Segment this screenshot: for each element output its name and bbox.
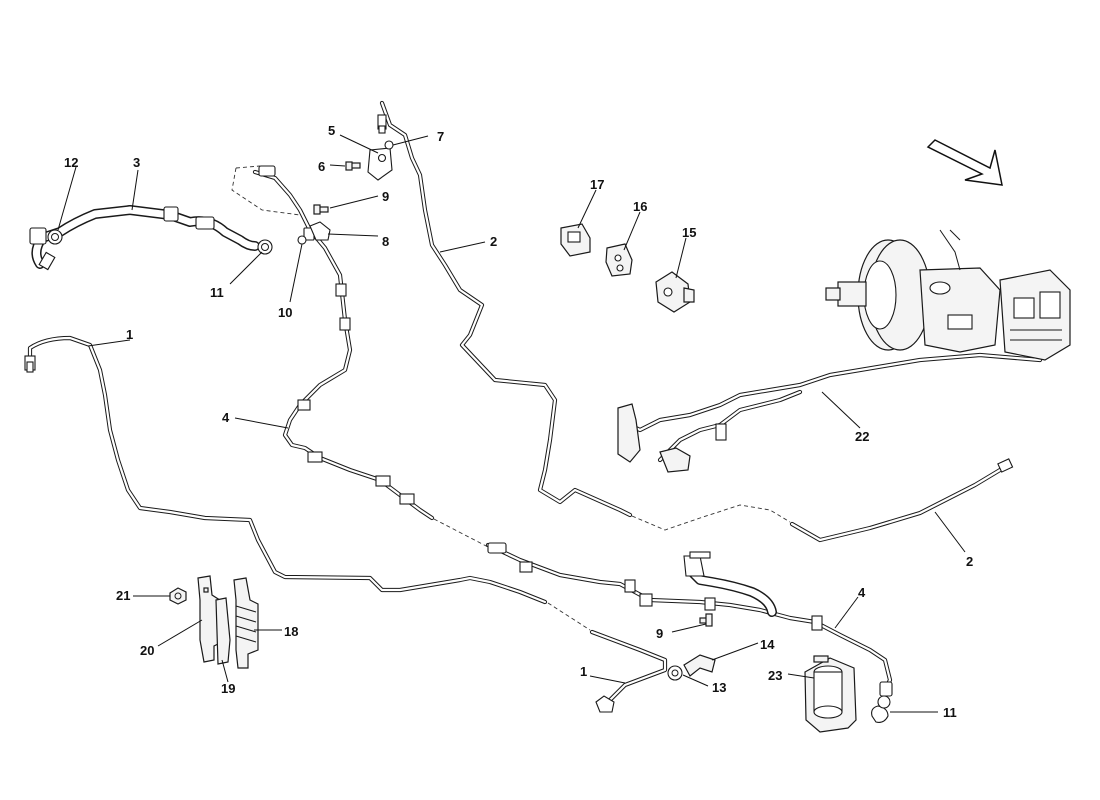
bracket-19[interactable] <box>215 597 231 665</box>
label-4-top: 4 <box>222 410 230 425</box>
clip-16[interactable] <box>605 243 633 277</box>
grommet-13[interactable] <box>667 665 683 681</box>
direction-arrow-icon <box>926 139 1003 186</box>
pipe-1[interactable] <box>24 335 548 605</box>
clamp-12[interactable] <box>47 229 63 245</box>
label-1-top: 1 <box>126 327 133 342</box>
label-10: 10 <box>278 305 292 320</box>
label-4-bottom: 4 <box>858 585 866 600</box>
nut-21[interactable] <box>169 587 187 605</box>
leader-lines <box>57 134 966 713</box>
label-6: 6 <box>318 159 325 174</box>
label-20: 20 <box>140 643 154 658</box>
label-12: 12 <box>64 155 78 170</box>
grommet-15[interactable] <box>655 271 695 313</box>
label-11-bottom: 11 <box>943 705 957 720</box>
label-11-top: 11 <box>210 285 224 300</box>
label-2-top: 2 <box>490 234 497 249</box>
label-19: 19 <box>221 681 235 696</box>
brake-booster-assembly[interactable] <box>617 229 1071 473</box>
pipe-2-end[interactable] <box>789 458 1014 543</box>
hose-3[interactable] <box>29 205 260 271</box>
bolt-9-bottom[interactable] <box>699 613 713 627</box>
label-7: 7 <box>437 129 444 144</box>
pipe-2[interactable] <box>377 100 633 518</box>
reservoir-23[interactable] <box>804 655 857 733</box>
label-21: 21 <box>116 588 130 603</box>
label-9-bottom: 9 <box>656 626 663 641</box>
label-16: 16 <box>633 199 647 214</box>
hose-4[interactable] <box>252 165 435 521</box>
dashed-callout-box <box>231 165 301 216</box>
bracket-5[interactable] <box>367 147 393 181</box>
bolt-6[interactable] <box>345 161 361 171</box>
bracket-18[interactable] <box>233 577 259 669</box>
callout-labels: 1 1 2 2 3 4 4 5 6 7 8 9 9 10 11 11 12 13… <box>64 123 973 720</box>
label-22: 22 <box>855 429 869 444</box>
label-17: 17 <box>590 177 604 192</box>
clip-14[interactable] <box>683 654 716 677</box>
bracket-8[interactable] <box>309 221 331 241</box>
label-15: 15 <box>682 225 696 240</box>
flex-hose-junction[interactable] <box>683 551 777 617</box>
clip-17[interactable] <box>560 223 591 257</box>
clip-7[interactable] <box>384 140 394 150</box>
label-23: 23 <box>768 668 782 683</box>
label-3: 3 <box>133 155 140 170</box>
label-13: 13 <box>712 680 726 695</box>
label-2-bottom: 2 <box>966 554 973 569</box>
label-5: 5 <box>328 123 335 138</box>
clip-10[interactable] <box>297 235 307 245</box>
label-1-bottom: 1 <box>580 664 587 679</box>
pipe-1-end[interactable] <box>589 629 668 713</box>
label-14: 14 <box>760 637 775 652</box>
label-8: 8 <box>382 234 389 249</box>
hose-4-lower[interactable] <box>485 542 893 697</box>
label-18: 18 <box>284 624 298 639</box>
label-9-top: 9 <box>382 189 389 204</box>
clamp-11-top[interactable] <box>257 239 273 255</box>
clamp-11-bottom[interactable] <box>871 695 891 723</box>
bolt-9-top[interactable] <box>313 204 329 215</box>
